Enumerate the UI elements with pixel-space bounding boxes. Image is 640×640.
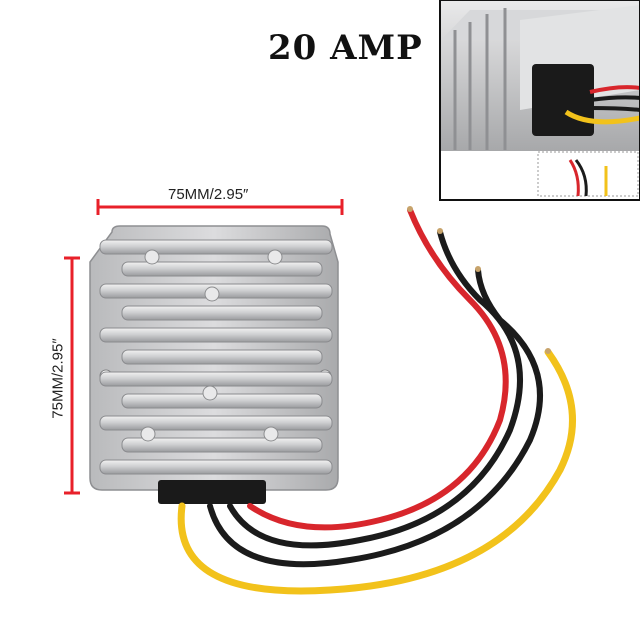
fin [121, 305, 323, 321]
amperage-title: 20 AMP [268, 28, 423, 68]
fin [121, 437, 323, 453]
screws [140, 249, 283, 442]
fin [121, 393, 323, 409]
width-dimension-line [96, 199, 344, 215]
cable-gland [158, 480, 266, 504]
inset-detail-photo [439, 0, 640, 201]
fin [99, 327, 333, 343]
fin [121, 349, 323, 365]
wires [177, 206, 576, 595]
fin [99, 459, 333, 475]
height-dimension-label: 75MM/2.95″ [49, 338, 67, 419]
fin [99, 415, 333, 431]
heat-sink-fins [99, 239, 333, 475]
fin [121, 261, 323, 277]
fin [99, 371, 333, 387]
converter-housing [89, 225, 339, 504]
height-dimension-line [64, 256, 80, 495]
fin [99, 239, 333, 255]
width-dimension-label: 75MM/2.95″ [168, 186, 249, 203]
